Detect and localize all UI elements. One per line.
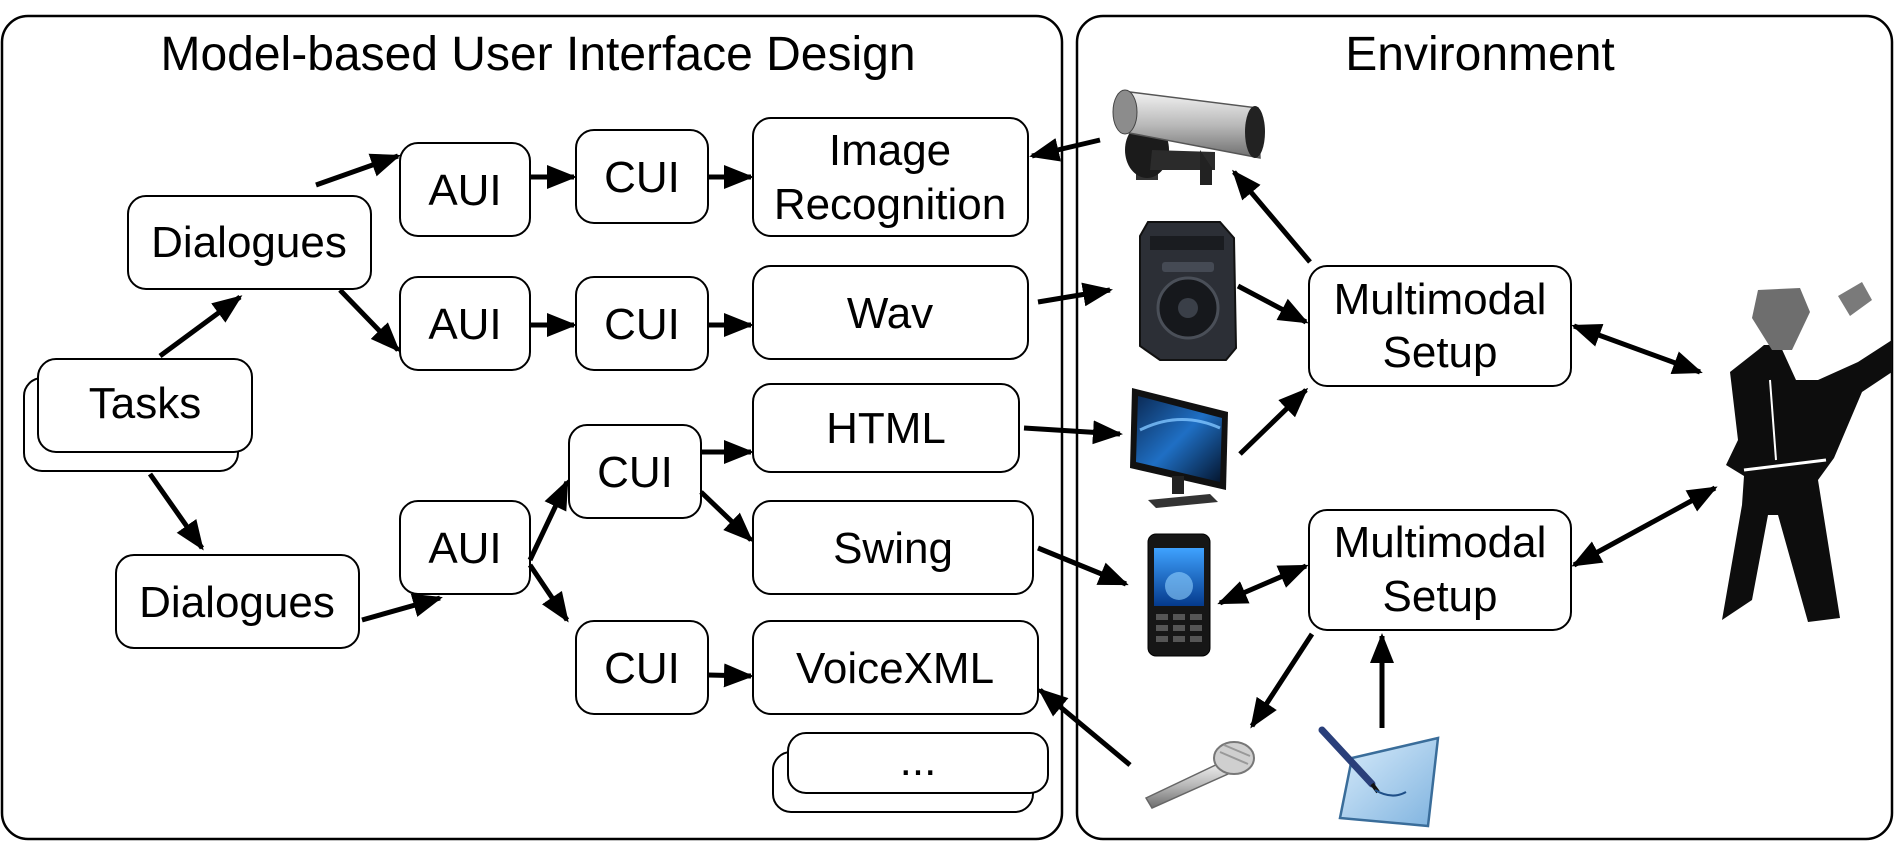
dialogues-top-label: Dialogues <box>151 218 347 267</box>
arrow-phone-setup-bottom <box>1217 563 1309 606</box>
dialogues-top-box <box>127 195 372 290</box>
left-panel <box>0 14 1064 841</box>
right-panel-title: Environment <box>1345 28 1614 81</box>
arrow-aui-3-cui-3 <box>527 479 570 562</box>
arrow-wav-speaker <box>1037 282 1113 307</box>
aui-label-3: AUI <box>428 524 501 573</box>
arrow-setup-bottom-microphone <box>1249 632 1315 729</box>
user-figure-icon <box>1722 282 1892 622</box>
aui-box-3 <box>399 500 531 595</box>
multimodal-setup-bottom-box <box>1308 509 1572 631</box>
tasks-label: Tasks <box>89 379 201 428</box>
mobile-phone-icon <box>1147 533 1211 657</box>
arrow-setup-top-user <box>1571 323 1703 375</box>
monitor-icon <box>1130 388 1228 508</box>
left-panel-title: Model-based User Interface Design <box>160 28 915 81</box>
html-label: HTML <box>826 404 946 453</box>
dialogues-bottom-label: Dialogues <box>139 578 335 627</box>
tasks-box <box>37 358 253 453</box>
aui-box-1 <box>399 142 531 237</box>
multimodal-setup-bottom-label-line2: Setup <box>1383 572 1498 621</box>
arrow-html-monitor <box>1023 420 1123 445</box>
arrow-tasks-dialogues-bottom <box>147 472 205 551</box>
arrow-aui-3-cui-4 <box>527 563 570 623</box>
multimodal-setup-top-label-line2: Setup <box>1383 328 1498 377</box>
cui-label-2: CUI <box>604 300 680 349</box>
arrow-dialogues-top-aui-1 <box>315 153 401 188</box>
cui-label-3: CUI <box>597 448 673 497</box>
arrow-dialogues-bottom-aui-3 <box>361 593 443 623</box>
speaker-icon <box>1139 221 1238 361</box>
aui-label-1: AUI <box>428 166 501 215</box>
arrow-cui-4-voicexml <box>707 663 754 688</box>
image-recognition-label-line1: Image <box>829 126 951 175</box>
arrow-dialogues-top-aui-2 <box>338 288 401 353</box>
arrow-monitor-setup-top <box>1238 387 1309 456</box>
wav-label: Wav <box>847 289 933 338</box>
wav-box <box>752 265 1029 360</box>
arrow-speaker-setup-top <box>1236 283 1309 325</box>
arrow-setup-bottom-user <box>1571 485 1718 568</box>
swing-box <box>752 500 1034 595</box>
arrow-tasks-dialogues-top <box>158 294 243 359</box>
pen-tablet-icon <box>1318 726 1440 828</box>
multimodal-setup-top-box <box>1308 265 1572 387</box>
arrow-microphone-voicexml <box>1037 688 1132 767</box>
arrow-camera-image-recognition <box>1029 137 1101 162</box>
arrow-cui-3-swing <box>699 490 754 543</box>
arrow-setup-top-camera <box>1232 169 1312 264</box>
cui-label-1: CUI <box>604 153 680 202</box>
swing-label: Swing <box>833 524 953 573</box>
more-box <box>787 732 1049 794</box>
arrow-swing-phone <box>1037 545 1129 587</box>
multimodal-setup-bottom-label-line1: Multimodal <box>1334 518 1547 567</box>
security-camera-icon <box>1112 89 1265 185</box>
cui-label-4: CUI <box>604 644 680 693</box>
html-box <box>752 383 1020 473</box>
microphone-icon <box>1144 741 1255 809</box>
aui-label-2: AUI <box>428 300 501 349</box>
more-label: ... <box>900 736 937 785</box>
dialogues-bottom-box <box>115 554 360 649</box>
cui-box-4 <box>575 620 709 715</box>
multimodal-setup-top-label-line1: Multimodal <box>1334 275 1547 324</box>
right-panel <box>1075 14 1894 841</box>
cui-box-3 <box>568 424 702 519</box>
voicexml-label: VoiceXML <box>796 644 994 693</box>
image-recognition-label-line2: Recognition <box>774 180 1006 229</box>
